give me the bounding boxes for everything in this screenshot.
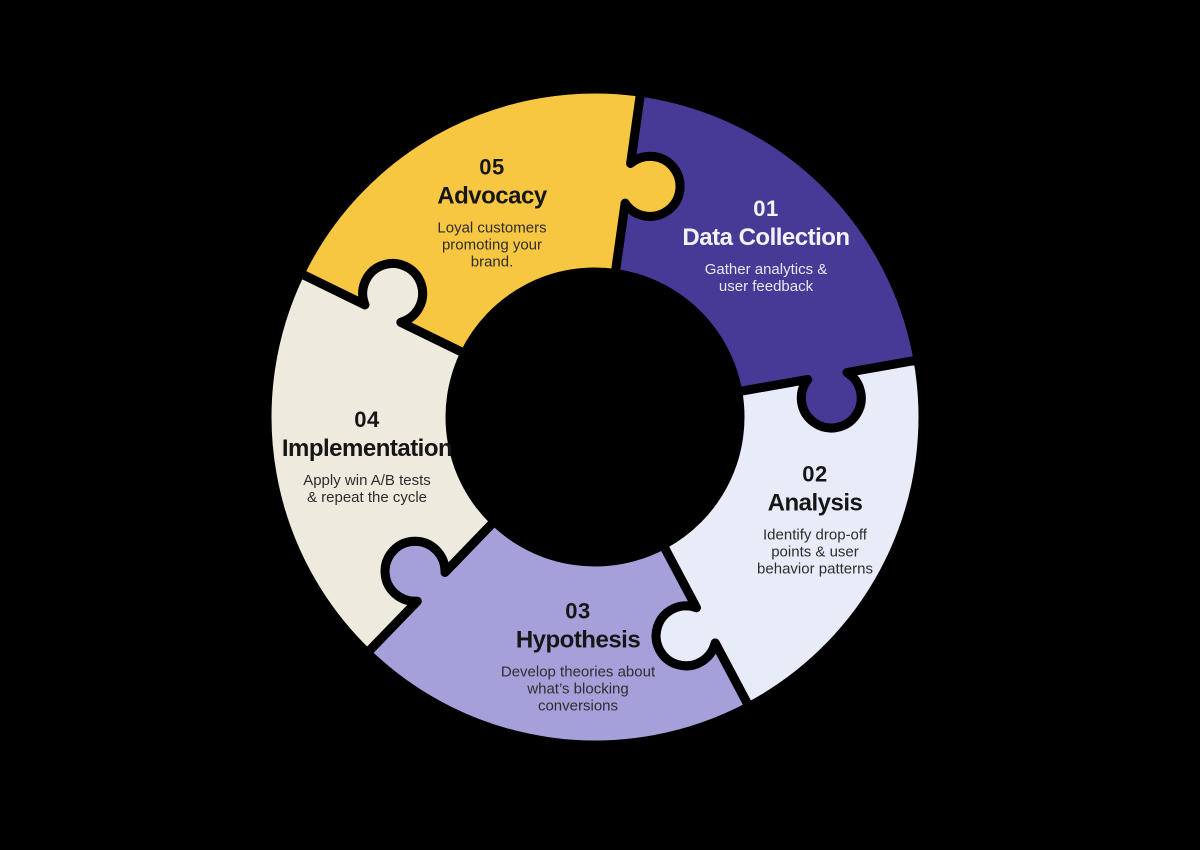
segment-05-label: 05 Advocacy Loyal customers promoting yo… — [437, 154, 547, 271]
segment-02-label: 02 Analysis Identify drop-off points & u… — [757, 461, 873, 578]
segment-05-number: 05 — [479, 154, 505, 180]
segment-01-description: Gather analytics & user feedback — [704, 261, 828, 295]
segment-05-title: Advocacy — [437, 182, 547, 210]
segment-01-title: Data Collection — [682, 224, 850, 251]
puzzle-piece-05 — [295, 84, 685, 358]
segment-02-title: Analysis — [767, 489, 863, 517]
segment-04-title: Implementation — [281, 435, 453, 462]
segment-04-number: 04 — [354, 407, 380, 432]
segment-04-description: Apply win A/B tests & repeat the cycle — [303, 472, 431, 506]
segment-02-number: 02 — [802, 461, 828, 487]
segment-03-label: 03 Hypothesis Develop theories about wha… — [501, 598, 655, 715]
segment-03-number: 03 — [565, 598, 591, 624]
segment-01-number: 01 — [753, 196, 779, 221]
segment-05-description: Loyal customers promoting your brand. — [437, 219, 547, 271]
segment-04-label: 04 Implementation Apply win A/B tests & … — [281, 406, 453, 506]
segment-03-title: Hypothesis — [515, 626, 641, 654]
segment-03-description: Develop theories about what’s blocking c… — [500, 663, 656, 715]
segment-01-label: 01 Data Collection Gather analytics & us… — [682, 195, 850, 295]
segment-02-description: Identify drop-off points & user behavior… — [757, 526, 873, 578]
